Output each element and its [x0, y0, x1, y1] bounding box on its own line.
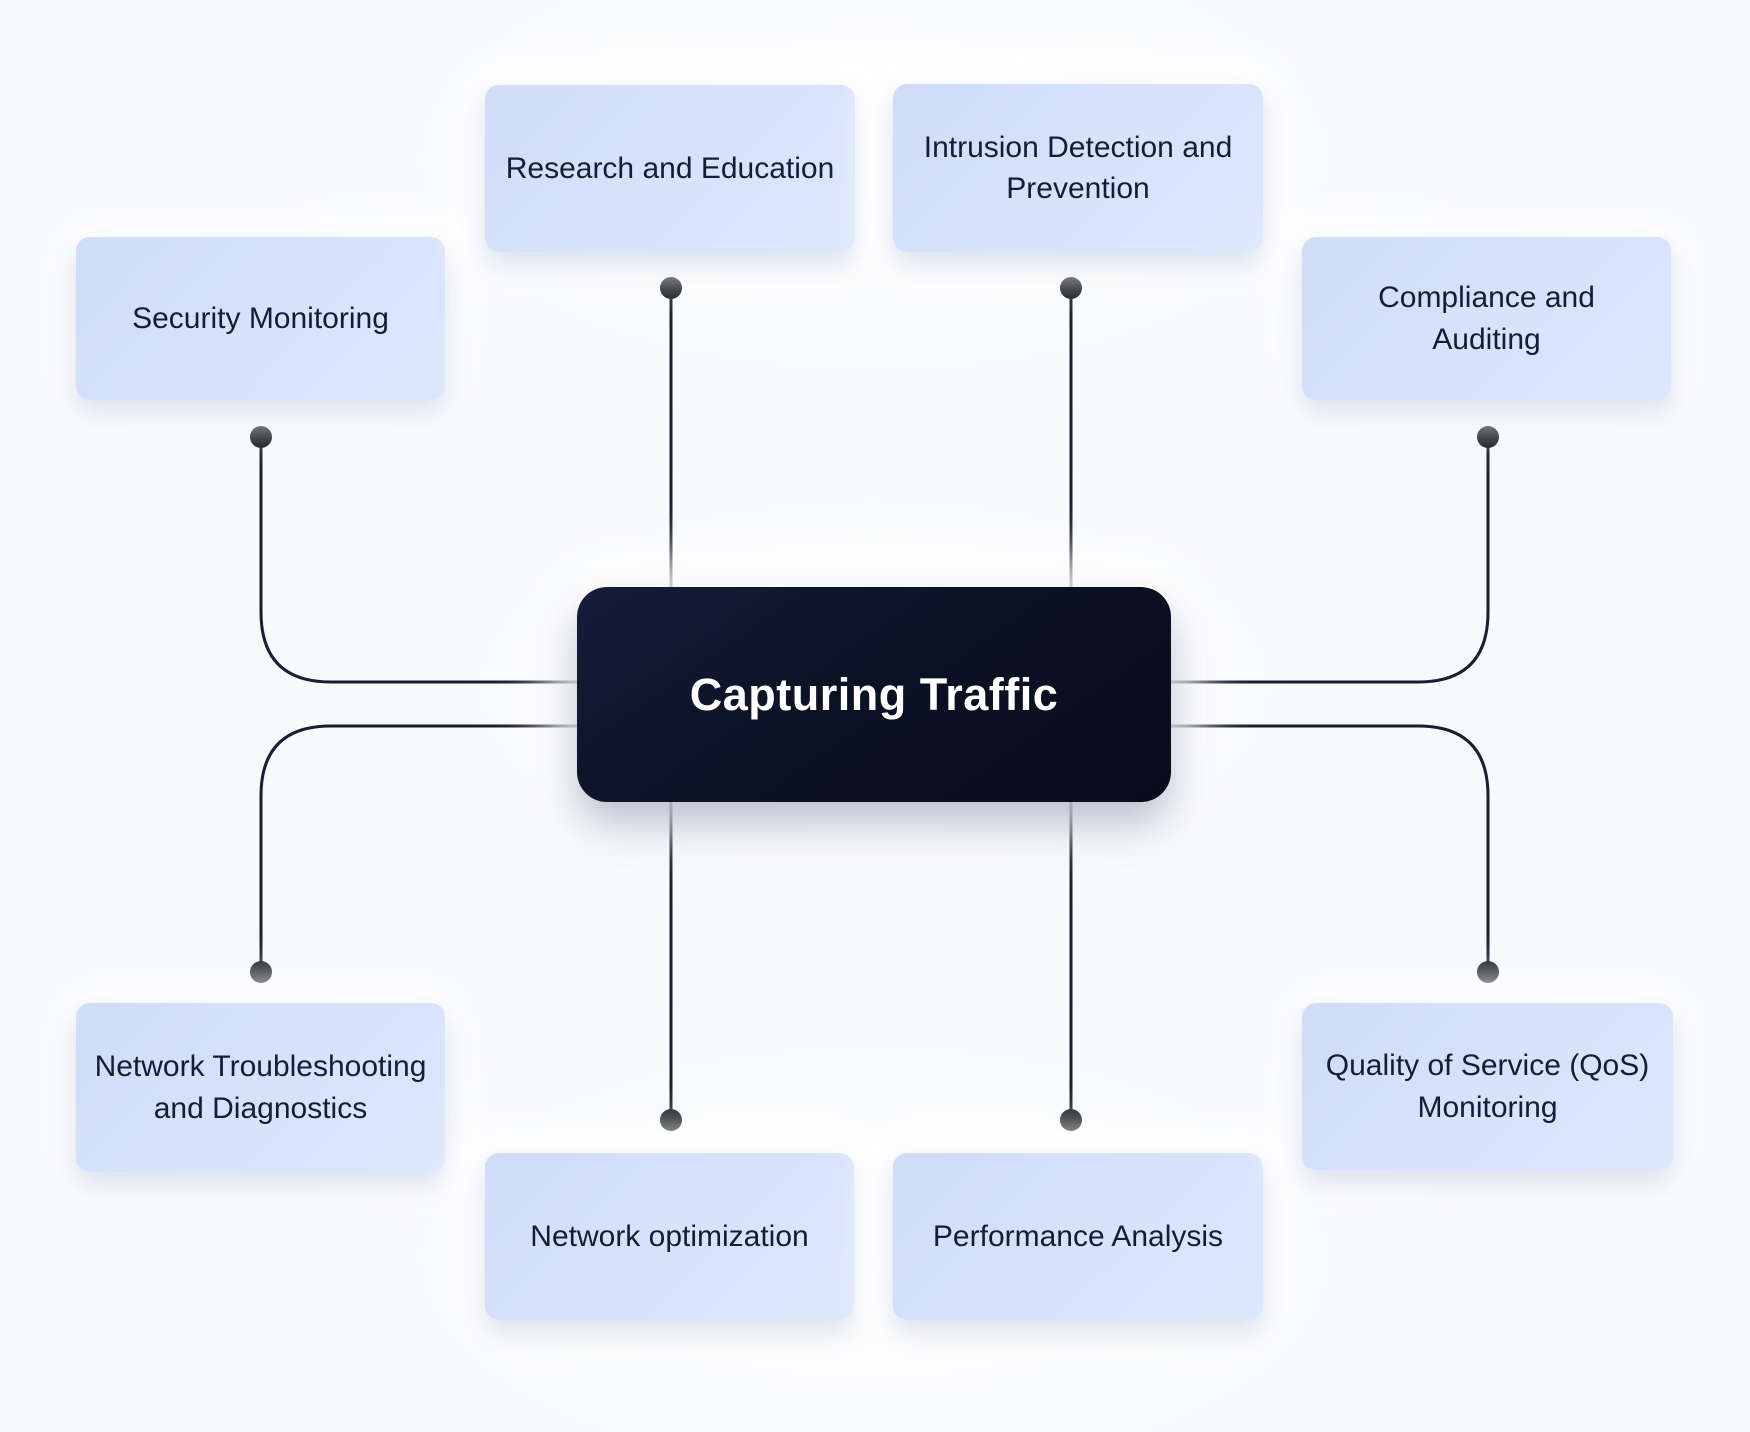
- node-security-monitoring: Security Monitoring: [76, 237, 445, 400]
- connector-dot: [1060, 277, 1082, 299]
- node-label: Compliance and Auditing: [1378, 281, 1595, 356]
- center-node-label: Capturing Traffic: [689, 668, 1059, 720]
- connector-compliance-auditing: [1170, 437, 1490, 684]
- node-capturing-traffic: Capturing Traffic: [577, 587, 1171, 802]
- node-network-optimization: Network optimization: [485, 1153, 854, 1320]
- node-label: Security Monitoring: [132, 301, 389, 335]
- node-label: Network Troubleshooting and Diagnostics: [94, 1050, 427, 1125]
- node-performance-analysis: Performance Analysis: [893, 1153, 1263, 1320]
- node-label: Performance Analysis: [932, 1219, 1224, 1253]
- node-research-education: Research and Education: [485, 85, 855, 252]
- connector-dot: [1477, 426, 1499, 448]
- connector-security-monitoring: [259, 437, 579, 684]
- node-label: Intrusion Detection and Prevention: [923, 130, 1233, 205]
- connector-dot: [1477, 961, 1499, 983]
- node-network-troubleshooting: Network Troubleshooting and Diagnostics: [76, 1003, 445, 1172]
- node-label: Research and Education: [505, 151, 835, 185]
- connector-network-troubleshooting: [259, 724, 579, 972]
- node-compliance-auditing: Compliance and Auditing: [1302, 237, 1671, 400]
- connector-qos-monitoring: [1170, 724, 1490, 972]
- connector-dot: [660, 1109, 682, 1131]
- node-label: Quality of Service (QoS) Monitoring: [1325, 1049, 1650, 1124]
- connector-dot: [1060, 1109, 1082, 1131]
- connector-dot: [250, 426, 272, 448]
- node-qos-monitoring: Quality of Service (QoS) Monitoring: [1302, 1003, 1673, 1170]
- node-label: Network optimization: [530, 1219, 809, 1253]
- connector-dot: [660, 277, 682, 299]
- node-intrusion-detection: Intrusion Detection and Prevention: [893, 84, 1263, 252]
- connector-dot: [250, 961, 272, 983]
